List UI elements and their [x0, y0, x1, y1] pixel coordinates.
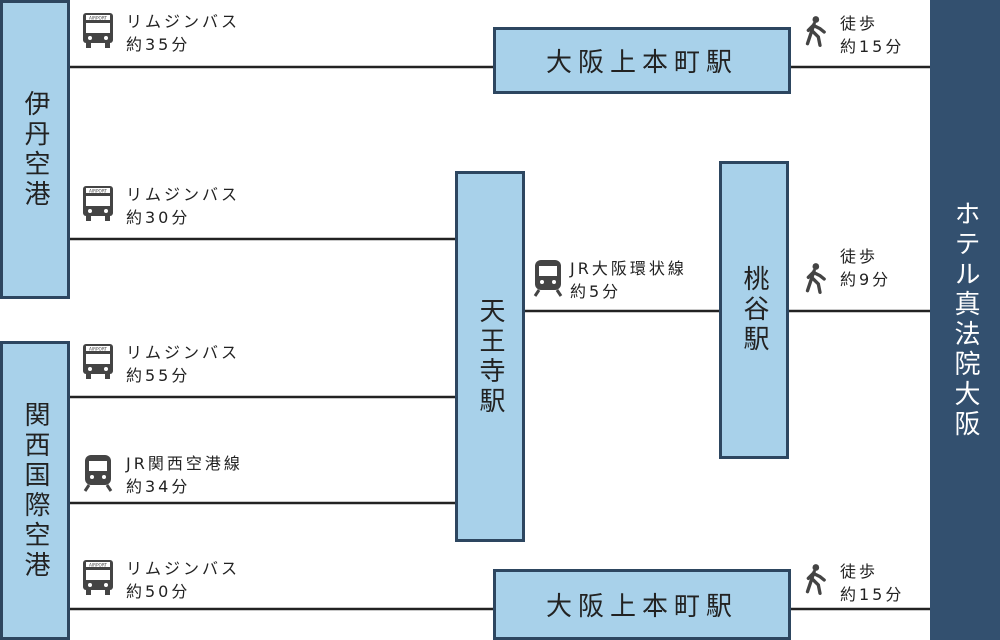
uehonmachi-station-box-top: 大阪上本町駅	[493, 27, 791, 94]
bus-sign-text: AIRPORT	[89, 188, 107, 193]
airport-bus-icon: AIRPORT	[83, 186, 113, 221]
route-tennoji-momodani: JR大阪環状線 約5分	[530, 257, 687, 303]
bus-sign-text: AIRPORT	[89, 15, 107, 20]
route-uehonmachi-top-walk: 徒歩 約15分	[800, 12, 904, 58]
bus-sign-text: AIRPORT	[89, 346, 107, 351]
route-mode: リムジンバス	[126, 185, 241, 204]
uehonmachi-station-label-top: 大阪上本町駅	[545, 48, 738, 78]
route-momodani-walk: 徒歩 約9分	[800, 245, 891, 299]
uehonmachi-station-box-bottom: 大阪上本町駅	[493, 569, 791, 640]
route-mode: 徒歩	[840, 247, 879, 266]
route-time: 約30分	[126, 208, 191, 227]
route-time: 約9分	[840, 270, 892, 289]
kansai-airport-box: 関西国際空港	[0, 341, 70, 640]
route-uehonmachi-bottom-walk: 徒歩 約15分	[800, 560, 904, 606]
route-mode: リムジンバス	[126, 343, 241, 362]
bus-sign-text: AIRPORT	[89, 562, 107, 567]
itami-airport-label: 伊丹空港	[20, 89, 50, 210]
route-mode: JR大阪環状線	[570, 259, 687, 278]
route-time: 約35分	[126, 35, 191, 54]
walking-person-icon	[805, 263, 826, 294]
kansai-airport-label: 関西国際空港	[20, 400, 50, 581]
route-kansai-bus-tennoji: AIRPORT リムジンバス 約55分	[80, 341, 240, 387]
route-time: 約15分	[840, 585, 905, 604]
route-itami-uehonmachi: AIRPORT リムジンバス 約35分	[80, 10, 240, 56]
walking-person-icon	[805, 16, 826, 47]
momodani-station-box: 桃谷駅	[719, 161, 789, 459]
hotel-box: ホテル真法院大阪	[930, 0, 1000, 640]
route-mode: リムジンバス	[126, 12, 241, 31]
route-time: 約15分	[840, 37, 905, 56]
route-itami-tennoji: AIRPORT リムジンバス 約30分	[80, 183, 240, 229]
route-mode: JR関西空港線	[126, 454, 243, 473]
momodani-station-label: 桃谷駅	[739, 265, 769, 355]
route-mode: 徒歩	[840, 562, 879, 581]
airport-bus-icon: AIRPORT	[83, 560, 113, 595]
tennoji-station-box: 天王寺駅	[455, 171, 525, 542]
uehonmachi-station-label-bottom: 大阪上本町駅	[545, 592, 738, 622]
tennoji-station-label: 天王寺駅	[475, 296, 505, 417]
airport-bus-icon: AIRPORT	[83, 344, 113, 379]
hotel-label: ホテル真法院大阪	[950, 200, 980, 440]
train-icon	[533, 260, 563, 297]
route-mode: リムジンバス	[126, 559, 241, 578]
route-time: 約5分	[570, 282, 622, 301]
train-icon	[83, 455, 113, 492]
route-time: 約55分	[126, 366, 191, 385]
itami-airport-box: 伊丹空港	[0, 0, 70, 299]
route-time: 約34分	[126, 477, 191, 496]
route-time: 約50分	[126, 582, 191, 601]
route-kansai-rail-tennoji: JR関西空港線 約34分	[80, 452, 243, 498]
airport-bus-icon: AIRPORT	[83, 13, 113, 48]
route-mode: 徒歩	[840, 14, 879, 33]
route-kansai-uehonmachi: AIRPORT リムジンバス 約50分	[80, 557, 240, 603]
walking-person-icon	[805, 564, 826, 595]
